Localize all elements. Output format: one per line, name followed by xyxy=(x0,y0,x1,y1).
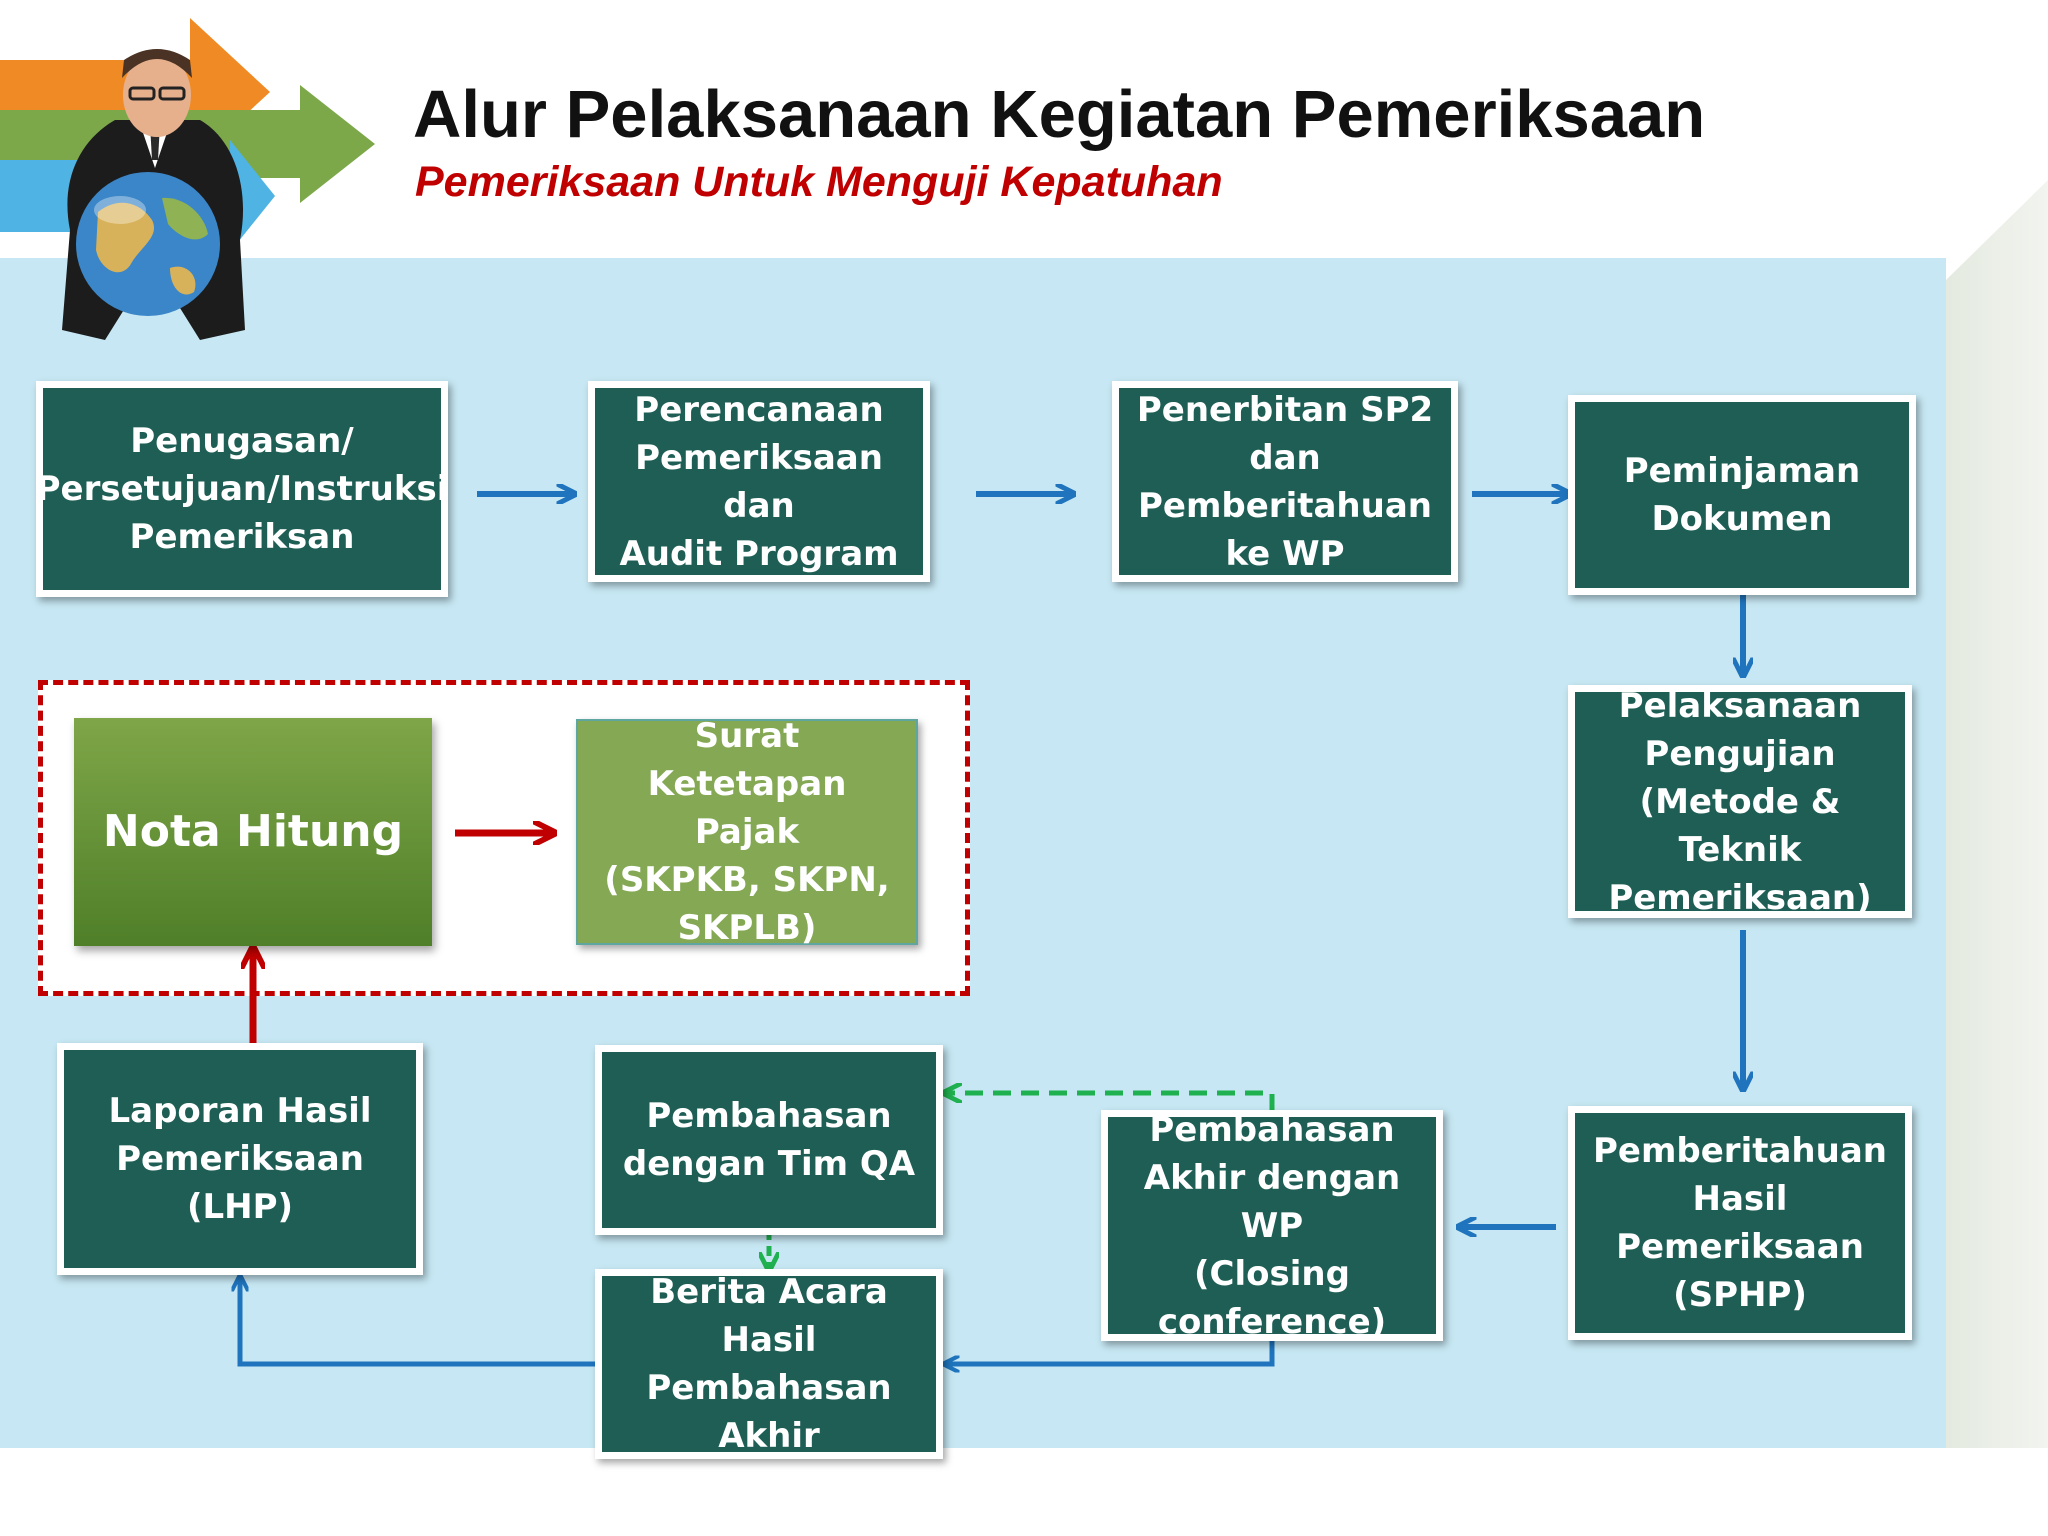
businessman-globe-icon xyxy=(62,49,245,340)
header-illustration xyxy=(0,18,375,340)
step-pembahasan-akhir-label: Pembahasan Akhir dengan WP (Closing conf… xyxy=(1143,1109,1401,1342)
step-pelaksanaan-label: Pelaksanaan Pengujian (Metode & Teknik P… xyxy=(1608,685,1872,918)
step-nota-hitung-label: Nota Hitung xyxy=(102,806,404,857)
step-pembahasan-tim-qa: Pembahasan dengan Tim QA xyxy=(595,1045,943,1235)
step-sphp-label: Pemberitahuan Hasil Pemeriksaan (SPHP) xyxy=(1593,1131,1887,1315)
arrow-pembahasan-akhir-to-berita-acara xyxy=(946,1340,1275,1364)
step-penerbitan-label: Penerbitan SP2 dan Pemberitahuan ke WP xyxy=(1136,389,1434,574)
step-penugasan-label: Penugasan/ Persetujuan/Instruksi Pemerik… xyxy=(35,421,449,557)
step-pelaksanaan-pengujian: Pelaksanaan Pengujian (Metode & Teknik P… xyxy=(1568,685,1912,918)
step-peminjaman-dokumen: Peminjaman Dokumen xyxy=(1568,395,1916,595)
step-perencanaan-label: Perencanaan Pemeriksaan dan Audit Progra… xyxy=(619,389,899,574)
step-lhp-label: Laporan Hasil Pemeriksaan (LHP) xyxy=(108,1091,372,1227)
page-title: Alur Pelaksanaan Kegiatan Pemeriksaan xyxy=(413,77,1706,152)
step-pemberitahuan-hasil-sphp: Pemberitahuan Hasil Pemeriksaan (SPHP) xyxy=(1568,1106,1912,1340)
step-perencanaan: Perencanaan Pemeriksaan dan Audit Progra… xyxy=(588,381,930,582)
step-penugasan: Penugasan/ Persetujuan/Instruksi Pemerik… xyxy=(36,381,448,597)
step-pembahasan-akhir-wp: Pembahasan Akhir dengan WP (Closing conf… xyxy=(1101,1110,1443,1342)
arrow-berita-acara-to-lhp xyxy=(240,1278,598,1367)
page-subtitle: Pemeriksaan Untuk Menguji Kepatuhan xyxy=(415,158,1223,206)
step-surat-ketetapan-pajak: Surat Ketetapan Pajak (SKPKB, SKPN, SKPL… xyxy=(576,716,918,948)
step-nota-hitung: Nota Hitung xyxy=(74,718,432,946)
step-penerbitan-sp2: Penerbitan SP2 dan Pemberitahuan ke WP xyxy=(1112,381,1458,582)
step-berita-acara-label: Berita Acara Hasil Pembahasan Akhir xyxy=(646,1272,892,1456)
page-curl-decoration xyxy=(1946,180,2048,1448)
step-skp-label: Surat Ketetapan Pajak (SKPKB, SKPN, SKPL… xyxy=(604,716,890,948)
step-peminjaman-label: Peminjaman Dokumen xyxy=(1623,451,1861,539)
arrow-pembahasan-akhir-to-qa xyxy=(946,1093,1275,1112)
step-pembahasan-qa-label: Pembahasan dengan Tim QA xyxy=(622,1096,916,1184)
step-berita-acara: Berita Acara Hasil Pembahasan Akhir xyxy=(595,1269,943,1459)
step-laporan-hasil-lhp: Laporan Hasil Pemeriksaan (LHP) xyxy=(57,1043,423,1275)
